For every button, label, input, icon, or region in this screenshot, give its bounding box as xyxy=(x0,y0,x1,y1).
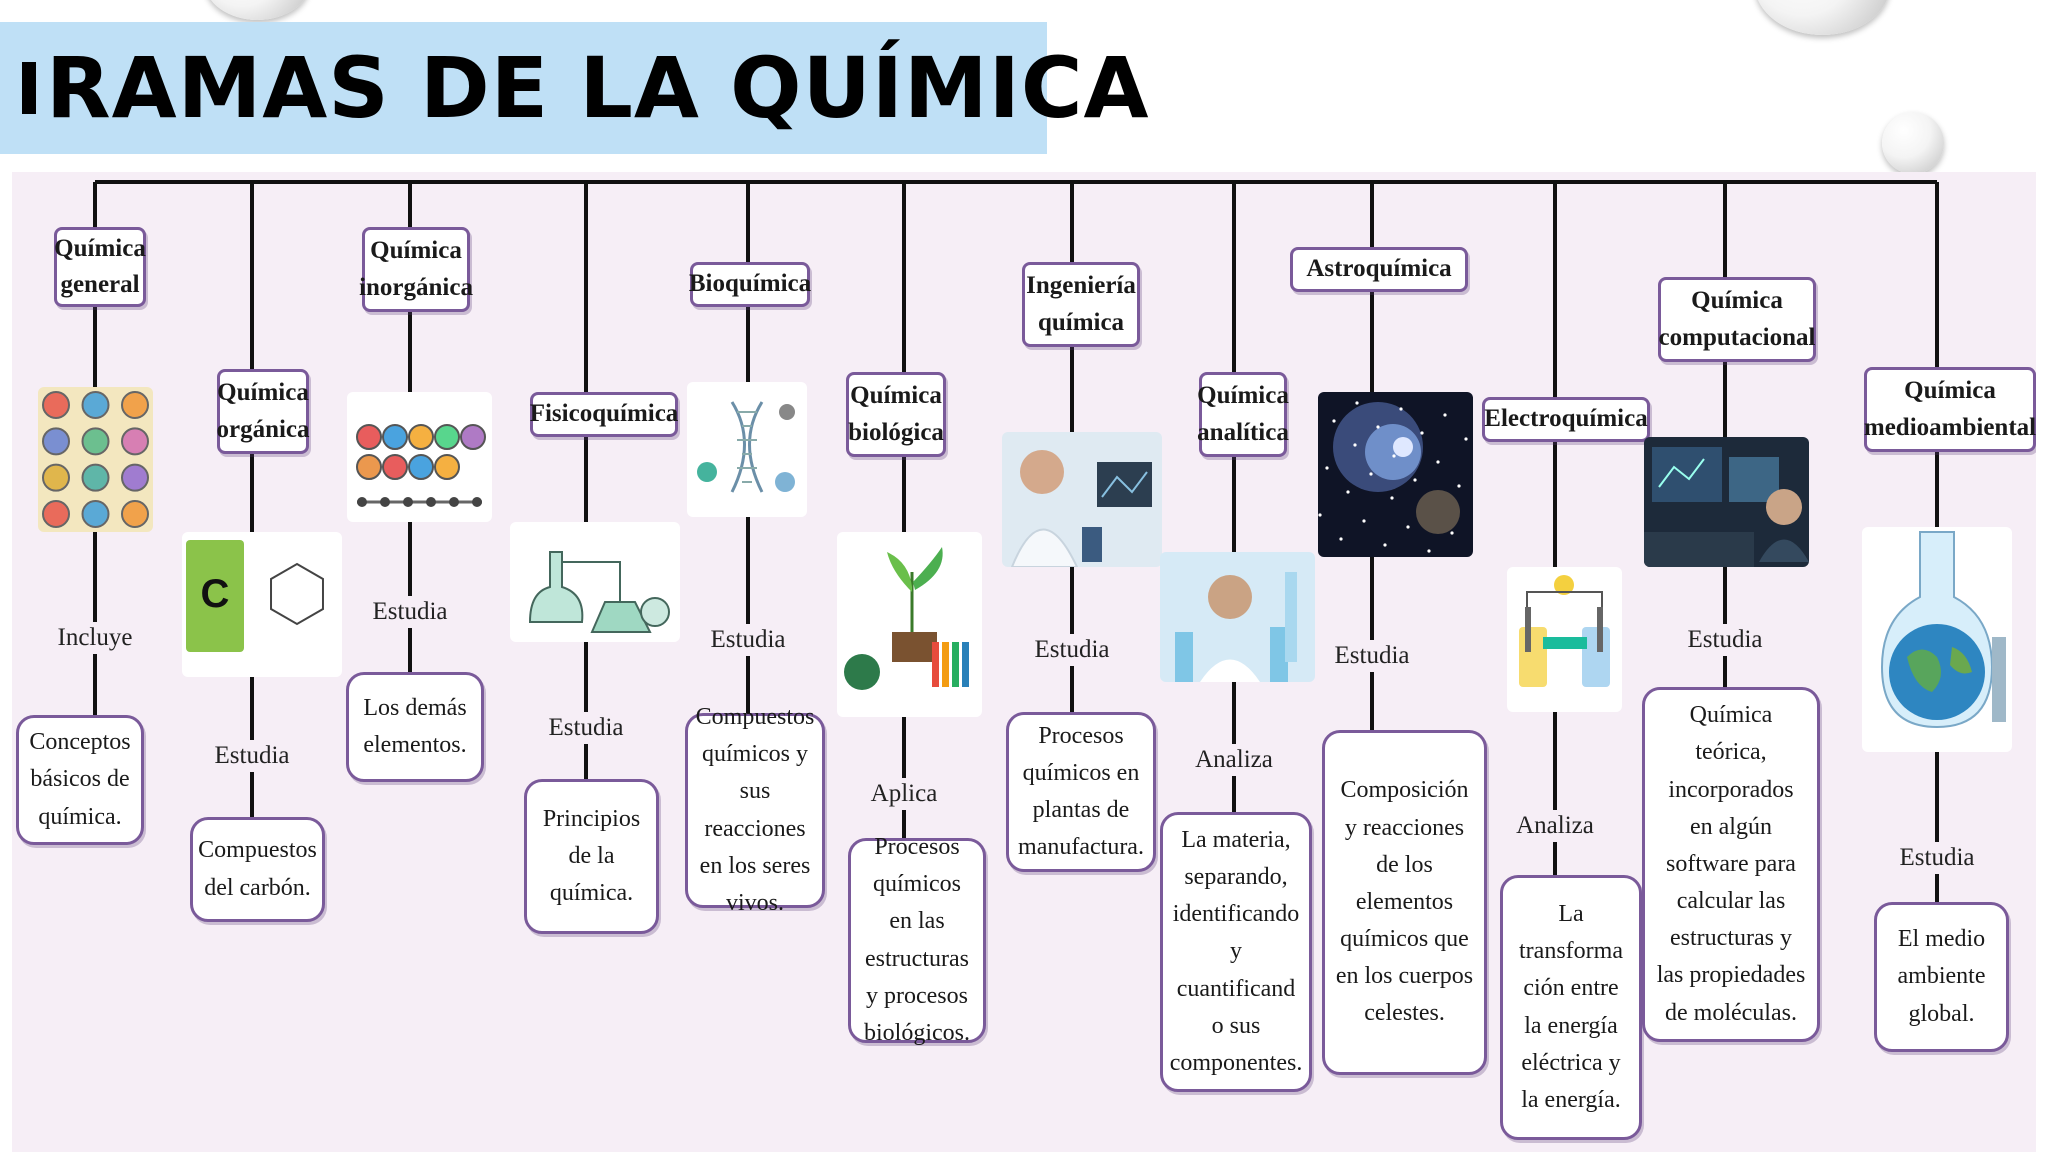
branch-description: La transforma ción entre la energía eléc… xyxy=(1519,900,1623,1113)
branch-label-box: Química computacional xyxy=(1658,277,1816,362)
branch-description: Composición y reacciones de los elemento… xyxy=(1335,777,1474,1027)
computer-workstation-photo xyxy=(1644,437,1809,567)
analyst-lab-photo xyxy=(1160,552,1315,682)
branch-description: Los demás elementos. xyxy=(363,694,467,758)
branch-description-box: La materia, separando, identificando y c… xyxy=(1160,812,1312,1092)
elements-illustration xyxy=(347,392,492,522)
branch-description-box: Compuestos del carbón. xyxy=(190,817,325,922)
branch-label-box: Química orgánica xyxy=(216,369,310,454)
branch-label-box: Química biológica xyxy=(846,372,946,457)
branch-verb: Estudia xyxy=(210,740,294,772)
branch-verb: Analiza xyxy=(1191,744,1277,776)
branch-verb: Estudia xyxy=(1030,634,1114,666)
biochemistry-illustration xyxy=(687,382,807,517)
branch-description: Compuestos del carbón. xyxy=(198,837,317,901)
branch-name: Química general xyxy=(54,234,146,298)
branch-label-box: Química analítica xyxy=(1197,372,1289,457)
scientist-microscope-photo xyxy=(1002,432,1162,567)
branch-verb: Estudia xyxy=(706,624,790,656)
branch-verb: Estudia xyxy=(368,596,452,628)
branch-verb: Estudia xyxy=(544,712,628,744)
checkbox-bullet-icon xyxy=(22,62,36,114)
branch-verb: Estudia xyxy=(1330,640,1414,672)
branch-verb: Estudia xyxy=(1683,624,1767,656)
branch-description: Principios de la química. xyxy=(542,805,641,907)
branch-description-box: Química teórica, incorporados en algún s… xyxy=(1642,687,1820,1042)
branch-label-box: Química general xyxy=(54,227,146,307)
branch-description-box: Procesos químicos en plantas de manufact… xyxy=(1006,712,1156,872)
branch-description-box: Principios de la química. xyxy=(524,779,659,934)
branch-name: Química orgánica xyxy=(216,379,310,443)
electrolysis-cell-illustration xyxy=(1507,567,1622,712)
lab-glassware-illustration xyxy=(510,522,680,642)
branch-description: Conceptos básicos de química. xyxy=(29,729,131,830)
branch-description-box: La transforma ción entre la energía eléc… xyxy=(1500,875,1642,1140)
plant-test-tubes-illustration xyxy=(837,532,982,717)
branch-label-box: Astroquímica xyxy=(1290,247,1468,292)
branch-name: Astroquímica xyxy=(1306,255,1452,283)
branch-description: El medio ambiente global. xyxy=(1897,926,1986,1027)
title-bar: RAMAS DE LA QUÍMICA xyxy=(0,22,1149,154)
branch-label-box: Ingeniería química xyxy=(1022,262,1140,347)
branch-verb: Analiza xyxy=(1512,810,1598,842)
carbon-benzene-illustration: C xyxy=(182,532,342,677)
branch-label-box: Química medioambiental xyxy=(1864,367,2036,452)
svg-text:C: C xyxy=(201,572,230,616)
branch-description: La materia, separando, identificando y c… xyxy=(1169,826,1303,1076)
branch-name: Química inorgánica xyxy=(359,237,473,301)
page-title: RAMAS DE LA QUÍMICA xyxy=(46,39,1150,137)
branch-description: Procesos químicos en plantas de manufact… xyxy=(1018,722,1144,861)
branch-verb: Incluye xyxy=(53,622,137,654)
decorative-bubble xyxy=(205,0,310,20)
branch-name: Química medioambiental xyxy=(1863,377,2036,441)
branch-name: Química analítica xyxy=(1197,382,1289,446)
earth-flask-illustration xyxy=(1862,527,2012,752)
chemistry-icons-illustration xyxy=(38,387,153,532)
space-nebula-photo xyxy=(1318,392,1473,557)
decorative-bubble xyxy=(1755,0,1890,35)
branch-name: Bioquímica xyxy=(688,270,812,298)
branch-description-box: Procesos químicos en las estructuras y p… xyxy=(848,834,986,1046)
branch-label-box: Química inorgánica xyxy=(359,227,473,312)
branch-description-box: Composición y reacciones de los elemento… xyxy=(1322,730,1487,1075)
branch-description: Compuestos químicos y sus reacciones en … xyxy=(695,703,815,916)
branch-description: Procesos químicos en las estructuras y p… xyxy=(864,833,970,1046)
branch-verb: Estudia xyxy=(1895,842,1979,874)
branch-description-box: Compuestos químicos y sus reacciones en … xyxy=(685,704,825,916)
branch-name: Electroquímica xyxy=(1484,405,1648,433)
branch-label-box: Electroquímica xyxy=(1482,397,1650,442)
branch-label-box: Bioquímica xyxy=(688,262,812,307)
branch-description-box: Los demás elementos. xyxy=(346,672,484,782)
branch-description-box: Conceptos básicos de química. xyxy=(16,715,144,845)
branch-verb: Aplica xyxy=(866,778,942,810)
branch-name: Fisicoquímica xyxy=(529,400,679,428)
branch-name: Química biológica xyxy=(848,382,944,446)
branch-description: Química teórica, incorporados en algún s… xyxy=(1656,702,1806,1026)
branch-name: Ingeniería química xyxy=(1026,272,1136,336)
decorative-bubble xyxy=(1882,112,1944,174)
branch-label-box: Fisicoquímica xyxy=(530,392,678,437)
branch-description-box: El medio ambiente global. xyxy=(1874,902,2009,1052)
branch-name: Química computacional xyxy=(1658,287,1816,351)
